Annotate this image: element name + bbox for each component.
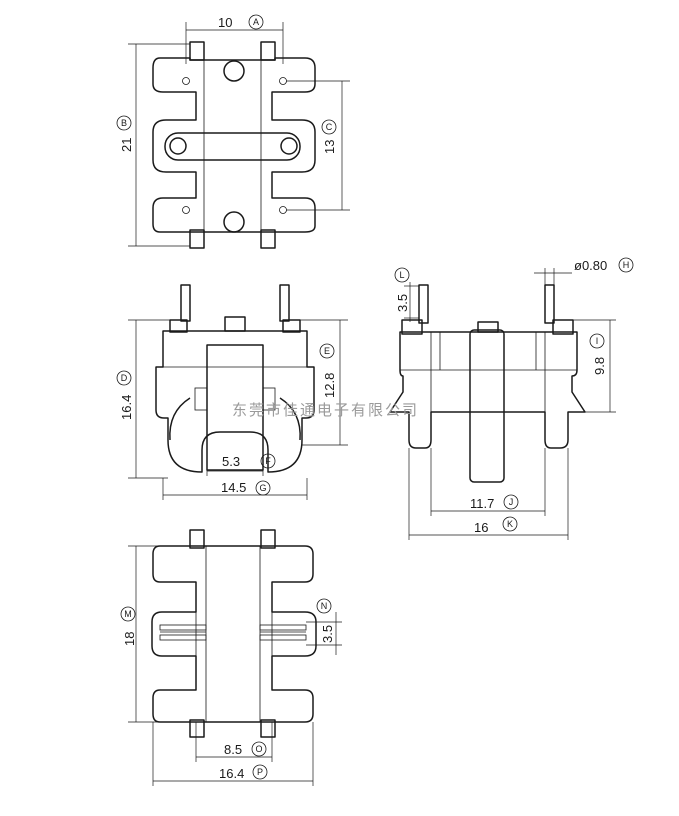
bottom-view: M 18 N 3.5 8.5 O 16.4 P — [120, 529, 342, 786]
top-view-hole — [223, 211, 245, 233]
dimension-j-marker — [503, 494, 519, 510]
front-view-arc — [169, 397, 191, 441]
dimension-g-label: G — [259, 483, 266, 493]
front-view: D 16.4 E 12.8 5.3 F 14.5 G — [116, 284, 348, 500]
bottom-view-center — [205, 545, 261, 723]
dimension-k-marker — [502, 516, 518, 532]
bottom-view-body — [151, 545, 317, 723]
dimension-f-label: F — [265, 456, 271, 466]
side-view-pin — [418, 284, 429, 324]
dimension-e-value: 12.8 — [322, 373, 337, 398]
side-view: L 3.5 ø0.80 H I 9.8 11.7 J 16 K — [389, 257, 634, 540]
front-view-tab — [194, 387, 208, 411]
side-view-cap — [552, 319, 574, 335]
dimension-l-label: L — [399, 270, 404, 280]
dimension-o-label: O — [255, 744, 262, 754]
dimension-d-value: 16.4 — [119, 395, 134, 420]
dimension-p-value: 16.4 — [219, 766, 244, 781]
side-view-pin — [544, 284, 555, 324]
bottom-view-pin — [260, 719, 276, 738]
dimension-k-value: 16 — [474, 520, 488, 535]
front-view-tab — [262, 387, 276, 411]
top-view-hole — [223, 60, 245, 82]
top-view: 10 A B 21 C 13 — [116, 14, 350, 249]
bottom-view-pin — [260, 529, 276, 549]
dimension-e-marker — [319, 343, 335, 359]
dimension-k-label: K — [507, 519, 513, 529]
bottom-view-pin — [189, 529, 205, 549]
dimension-i-marker — [589, 333, 605, 349]
dimension-c-marker — [321, 119, 337, 135]
dimension-b-marker — [116, 115, 132, 131]
dimension-g-marker — [255, 480, 271, 496]
dimension-c-value: 13 — [322, 140, 337, 154]
top-view-pin — [189, 229, 205, 249]
dimension-j-label: J — [509, 497, 514, 507]
dimension-n-label: N — [321, 601, 328, 611]
dimension-n-value: 3.5 — [320, 625, 335, 643]
dimension-l-value: 3.5 — [395, 294, 410, 312]
front-view-pin — [180, 284, 191, 322]
company-watermark: 东莞市佳通电子有限公司 — [232, 401, 419, 419]
dimension-a-marker — [248, 14, 264, 30]
front-view-cap — [224, 316, 246, 332]
side-view-cap — [401, 319, 423, 335]
top-view-pinhole — [182, 206, 190, 214]
dimension-m-label: M — [124, 609, 132, 619]
dimension-i-value: 9.8 — [592, 357, 607, 375]
top-view-bar-hole — [169, 137, 187, 155]
dimension-b-value: 21 — [119, 138, 134, 152]
dimension-n-marker — [316, 598, 332, 614]
front-view-cap — [282, 319, 301, 333]
top-view-pin — [260, 229, 276, 249]
dimension-e-label: E — [324, 346, 330, 356]
dimension-p-label: P — [257, 767, 263, 777]
dimension-h-label: H — [623, 260, 630, 270]
dimension-b-label: B — [121, 118, 127, 128]
front-view-arc — [279, 397, 301, 441]
dimension-d-marker — [116, 370, 132, 386]
top-view-bar-hole — [280, 137, 298, 155]
top-view-body — [152, 57, 316, 233]
dimension-p-marker — [252, 764, 268, 780]
dimension-f-marker — [260, 453, 276, 469]
dimension-h-marker — [618, 257, 634, 273]
top-view-pin — [189, 41, 205, 61]
dimension-g-value: 14.5 — [221, 480, 246, 495]
side-view-post — [469, 329, 505, 483]
dimension-o-value: 8.5 — [224, 742, 242, 757]
dimension-l-marker — [394, 267, 410, 283]
dimension-a-label: A — [253, 17, 259, 27]
dimension-o-marker — [251, 741, 267, 757]
dimension-m-marker — [120, 606, 136, 622]
dimension-c-label: C — [326, 122, 333, 132]
top-view-pin — [260, 41, 276, 61]
top-view-pinhole — [279, 206, 287, 214]
dimension-a-value: 10 — [218, 15, 232, 30]
dimension-f-value: 5.3 — [222, 454, 240, 469]
dimension-d-label: D — [121, 373, 128, 383]
top-view-pinhole — [182, 77, 190, 85]
front-view-pin — [279, 284, 290, 322]
top-view-pinhole — [279, 77, 287, 85]
front-view-body — [155, 330, 315, 473]
bottom-view-pin — [189, 719, 205, 738]
front-view-cap — [169, 319, 188, 333]
dimension-h-value: ø0.80 — [574, 258, 607, 273]
dimension-m-value: 18 — [122, 632, 137, 646]
top-view-center-bar — [164, 132, 301, 161]
side-view-body — [389, 331, 586, 449]
dimension-j-value: 11.7 — [470, 496, 494, 511]
dimension-i-label: I — [596, 336, 599, 346]
